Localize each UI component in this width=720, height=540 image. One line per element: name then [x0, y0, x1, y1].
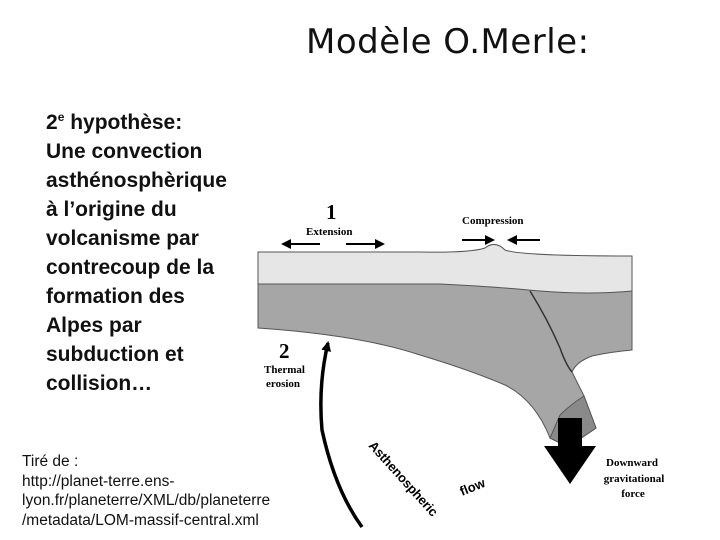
compression-label: Compression [462, 215, 524, 227]
force-label-3: force [621, 488, 645, 500]
extension-label: Extension [306, 226, 352, 238]
credit-line: http://planet-terre.ens- [22, 472, 342, 492]
force-label-2: gravitational [604, 473, 665, 485]
force-label-1: Downward [606, 457, 658, 469]
step-1-label: 1 [326, 200, 337, 224]
asthenospheric-label: Asthenospheric [366, 438, 441, 519]
credit-line: Tiré de : [22, 452, 342, 472]
thermal-erosion-label-2: erosion [266, 378, 300, 390]
flow-label: flow [458, 475, 489, 499]
credit-line: lyon.fr/planeterre/XML/db/planeterre [22, 491, 342, 511]
credit-line: /metadata/LOM-massif-central.xml [22, 511, 342, 531]
step-2-label: 2 [279, 339, 290, 363]
source-credit: Tiré de : http://planet-terre.ens- lyon.… [22, 452, 342, 530]
thermal-erosion-label-1: Thermal [264, 364, 305, 376]
